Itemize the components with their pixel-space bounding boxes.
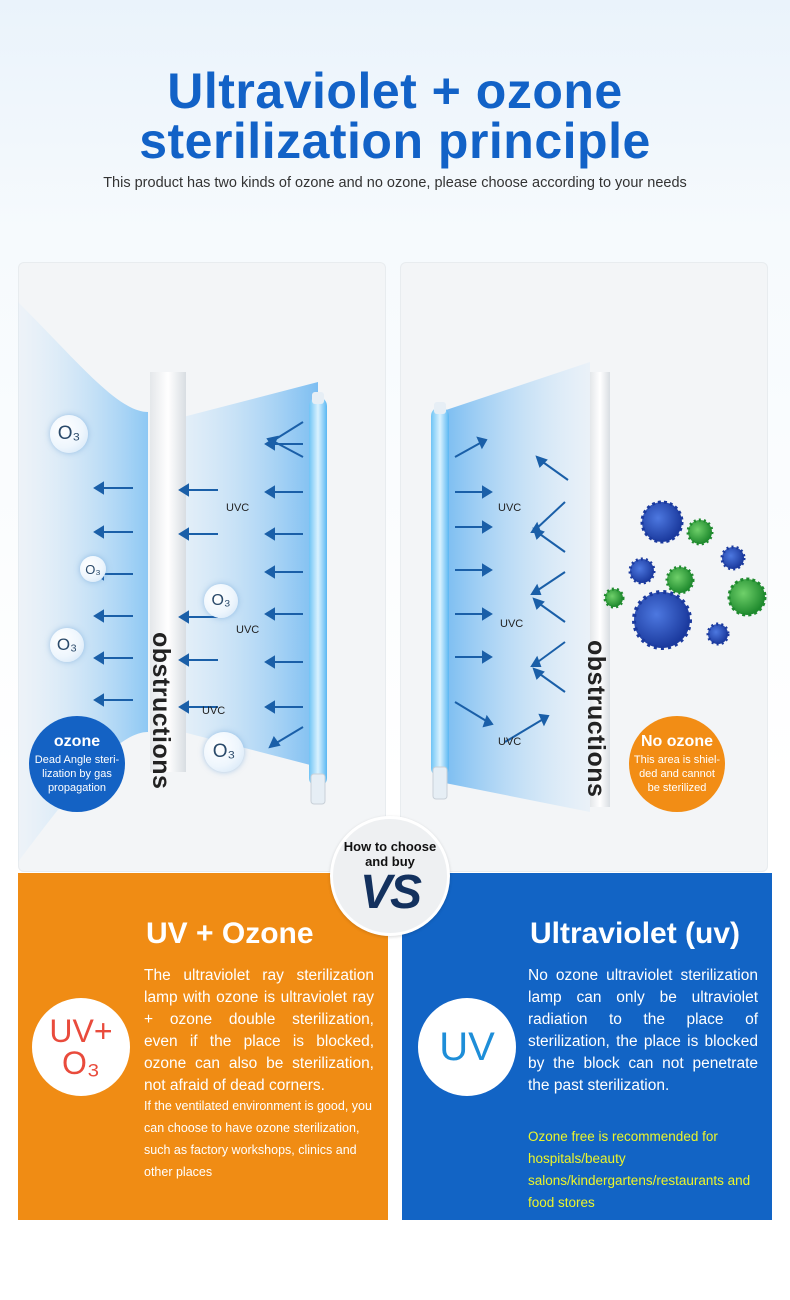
uv-ozone-diagram-graphic (18, 302, 327, 862)
virus-icon (640, 500, 684, 544)
uv-ozone-diagram: obstructions UVC UVC UVC O₃ O₃ O₃ O₃ O₃ … (18, 262, 386, 872)
virus-icon (720, 545, 746, 571)
ozone-bubble: O₃ (80, 556, 106, 582)
uv-arrows (454, 436, 569, 743)
badge-line: ded and cannot (639, 768, 715, 780)
uv-ozone-card: UV + Ozone The ultraviolet ray steriliza… (18, 873, 388, 1220)
ozone-bubble: O₃ (204, 732, 244, 772)
uv-description: No ozone ultraviolet sterilization lamp … (528, 967, 758, 1094)
virus-icon (686, 518, 714, 546)
title-line-2: sterilization principle (139, 113, 651, 169)
ozone-bubble: O₃ (204, 584, 238, 618)
badge-line: Dead Angle steri- (34, 754, 120, 766)
uv-icon: UV (418, 998, 516, 1096)
uvc-label: UVC (202, 705, 226, 717)
no-ozone-badge: No ozone This area is shiel- ded and can… (629, 716, 725, 812)
uv-note: Ozone free is recommended for hospitals/… (528, 1129, 751, 1210)
uv-icon-text: UV (439, 1024, 495, 1069)
uv-beam (183, 382, 318, 767)
ozone-badge: ozone Dead Angle steri- lization by gas … (29, 716, 125, 812)
uv-title: Ultraviolet (uv) (530, 917, 741, 950)
uv-beam (440, 362, 590, 812)
virus-icon (603, 587, 625, 609)
uv-tube (431, 407, 449, 777)
ozone-badge-title: ozone (53, 733, 101, 750)
uvc-label: UVC (500, 618, 524, 630)
ozone-bubble: O₃ (50, 628, 84, 662)
uv-card: Ultraviolet (uv) No ozone ultraviolet st… (402, 873, 772, 1220)
badge-line: This area is shiel- (633, 754, 721, 766)
badge-line: lization by gas (42, 768, 112, 780)
virus-cluster (603, 500, 767, 650)
no-ozone-badge-title: No ozone (641, 733, 713, 750)
ozone-haze (18, 302, 148, 862)
page-subtitle: This product has two kinds of ozone and … (103, 175, 687, 191)
page-title: Ultraviolet + ozone sterilization princi… (0, 66, 790, 166)
uv-only-diagram: obstructions UVC UVC UVC No ozone This a… (400, 262, 768, 872)
uv-ozone-icon-line1: UV+ (49, 1013, 113, 1049)
uv-tube (309, 397, 327, 787)
uvc-label: UVC (236, 624, 260, 636)
ozone-bubble: O₃ (50, 415, 88, 453)
uv-ozone-icon-line2: O₃ (62, 1045, 100, 1081)
uv-tube-cap-bottom (432, 766, 448, 800)
vs-caption-line: and buy (365, 854, 415, 869)
vs-caption-line: How to choose (343, 839, 437, 854)
virus-icon (706, 622, 730, 646)
uvc-label: UVC (498, 502, 522, 514)
uv-only-diagram-graphic (431, 362, 767, 812)
uvc-label: UVC (498, 736, 522, 748)
vs-text: VS (359, 866, 422, 919)
virus-icon (628, 557, 656, 585)
obstructions-label: obstructions (582, 640, 610, 798)
obstructions-label: obstructions (147, 632, 175, 790)
uv-ozone-icon: UV+ O₃ (32, 998, 130, 1096)
badge-line: propagation (47, 782, 107, 794)
uv-tube-cap-top (434, 402, 446, 414)
uv-tube-cap-top (312, 392, 324, 404)
uv-ozone-description: The ultraviolet ray sterilization lamp w… (144, 967, 374, 1094)
obstruction-wall (590, 372, 610, 807)
vs-caption: How to choose and buy (333, 839, 447, 869)
virus-icon (632, 590, 692, 650)
no-ozone-badge-text: This area is shiel- ded and cannot be st… (634, 753, 720, 795)
virus-icon (665, 565, 695, 595)
uv-ozone-title: UV + Ozone (146, 917, 314, 950)
badge-line: be sterilized (647, 782, 707, 794)
title-line-1: Ultraviolet + ozone (167, 63, 623, 119)
ozone-badge-text: Dead Angle steri- lization by gas propag… (35, 753, 119, 795)
uvc-label: UVC (226, 502, 250, 514)
vs-badge: How to choose and buy VS (330, 816, 450, 936)
uv-ozone-note: If the ventilated environment is good, y… (144, 1099, 372, 1179)
obstruction-wall (150, 372, 186, 772)
uv-arrows (93, 421, 304, 749)
uv-tube-cap-bottom (310, 773, 326, 805)
virus-icon (727, 577, 767, 617)
